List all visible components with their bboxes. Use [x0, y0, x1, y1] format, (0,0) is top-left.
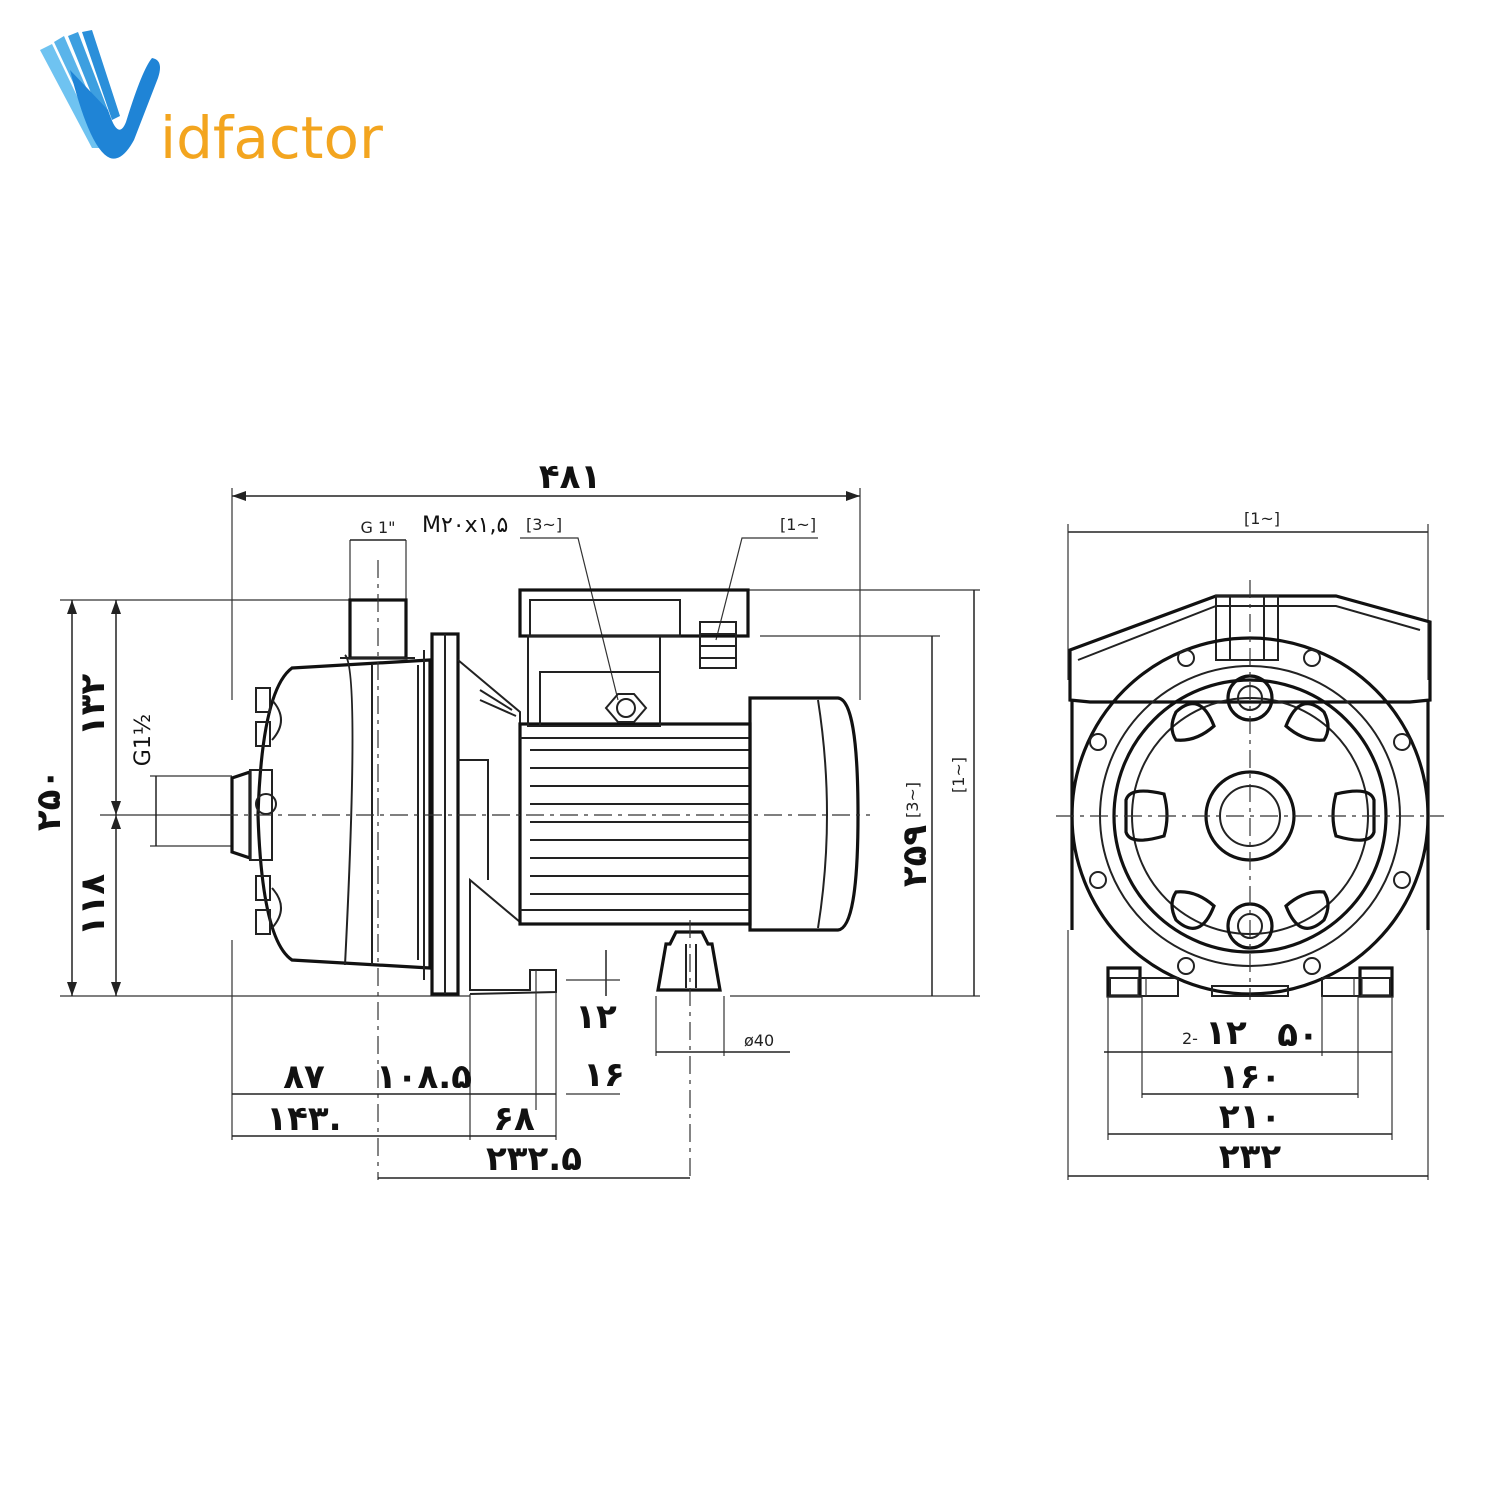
motor-height-dimension: ۲۵۹ [3~] [1~] — [560, 589, 980, 997]
holes-label: ۱۲ — [1205, 1013, 1247, 1053]
outlet-thread-label: G 1" — [360, 518, 395, 537]
pump-body-side — [220, 560, 870, 1180]
dim-232-5-label: ۲۳۲.۵ — [486, 1139, 582, 1179]
motor-height-label: ۲۵۹ — [895, 825, 935, 888]
front-top-tag: [1~] — [1244, 509, 1280, 528]
logo-v-shape — [70, 58, 160, 159]
outlet-thread-dimension: G 1" — [349, 518, 407, 600]
casing-vanes — [1124, 702, 1376, 930]
dim-68-label: ۶۸ — [493, 1099, 535, 1139]
foot-dimensions: ۱۲ ۱۶ ø40 — [231, 940, 790, 1140]
foot-width-label: ۵۰ — [1277, 1015, 1319, 1055]
vidfactor-logo: idfactor — [40, 30, 383, 172]
motor-fins — [520, 737, 750, 911]
foot-diameter-label: ø40 — [744, 1031, 774, 1050]
casing-bolts — [255, 687, 282, 935]
front-bottom-dimensions: 2- ۱۲ ۵۰ ۱۶۰ ۲۱۰ ۲۳۲ — [1067, 930, 1429, 1180]
foot-thickness-label: ۱۶ — [583, 1055, 625, 1095]
hole-spacing-label: ۱۶۰ — [1219, 1057, 1281, 1097]
motor-height-tag-3ph: [3~] — [903, 782, 922, 818]
height-dimensions: ۲۵۰ ۱۳۲ ۱۱۸ — [29, 599, 470, 997]
dim-143-label: ۱۴۳. — [266, 1099, 341, 1139]
motor-height-tag-1ph: [1~] — [949, 757, 968, 793]
front-top-dimension: [1~] — [1067, 509, 1429, 680]
inlet-thread-dimension: G1½ — [131, 714, 232, 847]
dim-108-5-label: ۱۰۸.۵ — [376, 1057, 472, 1097]
inlet-thread-label: G1½ — [131, 714, 156, 766]
foot-gap-label: ۱۲ — [575, 997, 617, 1037]
logo-wordmark: idfactor — [160, 104, 383, 172]
terminal-box-leader: [1~] — [715, 515, 818, 641]
side-view: ۴۸۱ G 1" M۲۰x۱,۵ [3~] [1~] ۲ — [29, 457, 980, 1180]
upper-height-label: ۱۳۲ — [73, 674, 113, 737]
overall-length-label: ۴۸۱ — [539, 457, 601, 497]
holes-label-prefix: 2- — [1182, 1029, 1198, 1048]
lower-height-label: ۱۱۸ — [73, 874, 113, 937]
front-view: [1~] — [1056, 509, 1444, 1180]
terminal-tag-1ph: [1~] — [780, 515, 816, 534]
cable-gland-leader: M۲۰x۱,۵ [3~] — [422, 513, 619, 701]
flange-bolt-holes — [1089, 649, 1411, 975]
total-height-label: ۲۵۰ — [29, 769, 69, 831]
cable-gland-tag-3ph: [3~] — [526, 515, 562, 534]
bottom-dimensions: ۸۷ ۱۰۸.۵ ۱۴۳. ۶۸ ۲۳۲.۵ — [232, 1057, 690, 1179]
base-width-label: ۲۱۰ — [1219, 1097, 1281, 1137]
dim-87-label: ۸۷ — [283, 1057, 325, 1097]
overall-length-dimension: ۴۸۱ — [231, 457, 861, 700]
overall-width-label: ۲۳۲ — [1219, 1137, 1282, 1177]
cable-gland-label: M۲۰x۱,۵ — [422, 513, 508, 538]
